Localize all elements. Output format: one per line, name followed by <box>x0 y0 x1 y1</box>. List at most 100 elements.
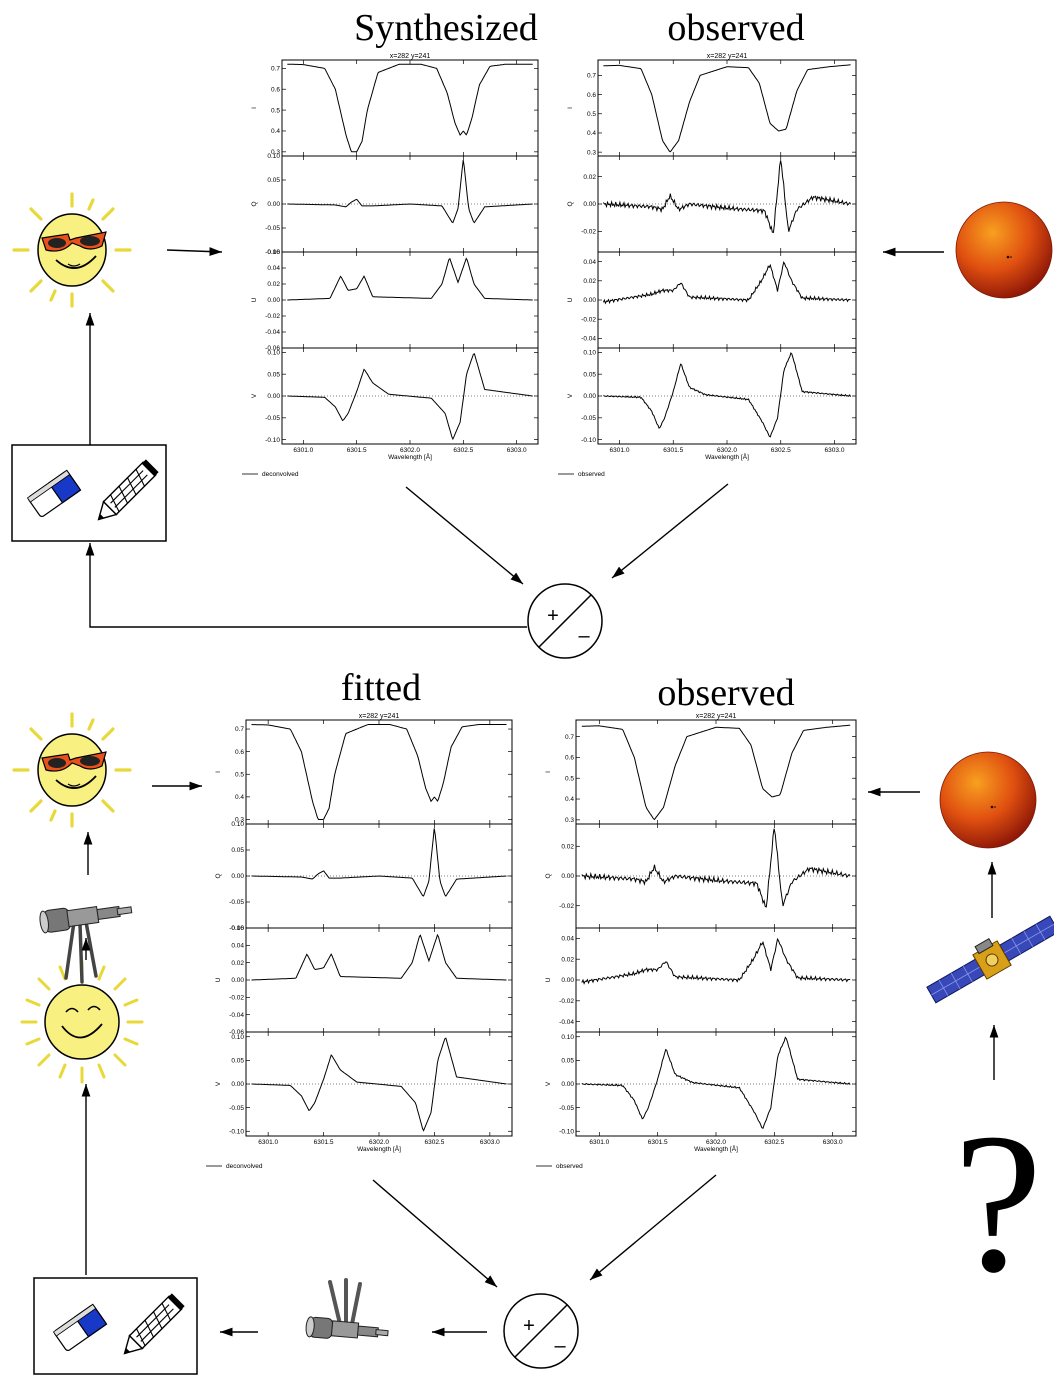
series-line-V <box>287 353 533 441</box>
x-tick-label: 6301.5 <box>347 447 367 454</box>
heading-observed-bottom: observed <box>657 672 794 714</box>
panel-label: Q <box>567 201 574 206</box>
y-tick-label: 0.5 <box>271 107 280 114</box>
y-tick-label: -0.02 <box>559 998 574 1005</box>
y-tick-label: -0.04 <box>581 336 596 343</box>
y-tick-label: 0.5 <box>587 111 596 118</box>
y-tick-label: -0.02 <box>581 229 596 236</box>
heading-fitted: fitted <box>341 667 421 709</box>
series-line-Q <box>603 160 851 234</box>
y-tick-label: -0.10 <box>229 925 244 932</box>
y-tick-label: 0.00 <box>267 201 280 208</box>
y-tick-label: -0.10 <box>265 249 280 256</box>
y-tick-label: 0.00 <box>561 873 574 880</box>
panel-label: Q <box>251 201 258 206</box>
y-tick-label: 0.10 <box>583 350 596 357</box>
chart-title: x=282 y=241 <box>707 53 748 60</box>
y-tick-label: 0.3 <box>235 817 244 824</box>
series-line-U <box>251 933 507 981</box>
y-tick-label: 0.4 <box>271 128 280 135</box>
chart-title: x=282 y=241 <box>390 53 431 60</box>
legend-label: deconvolved <box>262 471 299 478</box>
x-tick-label: 6301.0 <box>589 1139 609 1146</box>
x-tick-label: 6301.0 <box>258 1139 278 1146</box>
panel-label: U <box>251 297 258 302</box>
y-tick-label: -0.04 <box>265 329 280 336</box>
x-tick-label: 6302.0 <box>369 1139 389 1146</box>
x-axis-label: Wavelength [Å] <box>694 1144 738 1153</box>
y-tick-label: 0.00 <box>583 201 596 208</box>
y-tick-label: 0.10 <box>267 350 280 357</box>
y-tick-label: -0.05 <box>559 1105 574 1112</box>
y-tick-label: 0.02 <box>583 174 596 181</box>
panel-label: I <box>251 107 258 109</box>
series-line-U <box>581 937 851 985</box>
x-tick-label: 6303.0 <box>480 1139 500 1146</box>
stokes-chart-fitted: x=282 y=2410.30.40.50.60.7I-0.10-0.050.0… <box>206 713 513 1170</box>
stokes-chart-observed-top: x=282 y=2410.30.40.50.60.7I-0.020.000.02… <box>558 53 857 478</box>
y-tick-label: 0.00 <box>267 297 280 304</box>
y-tick-label: 0.7 <box>565 734 574 741</box>
panel-label: I <box>567 107 574 109</box>
y-tick-label: -0.06 <box>229 1029 244 1036</box>
x-tick-label: 6303.0 <box>825 447 845 454</box>
y-tick-label: 0.02 <box>561 843 574 850</box>
y-tick-label: 0.05 <box>231 847 244 854</box>
panel-frame <box>597 59 857 157</box>
y-tick-label: 0.3 <box>271 149 280 156</box>
x-tick-label: 6302.5 <box>424 1139 444 1146</box>
x-tick-label: 6301.5 <box>663 447 683 454</box>
satellite-icon <box>920 906 1054 1008</box>
y-tick-label: 0.04 <box>561 936 574 943</box>
x-tick-label: 6302.0 <box>706 1139 726 1146</box>
panel-frame <box>245 719 513 825</box>
y-tick-label: 0.6 <box>235 749 244 756</box>
flow-arrows <box>81 247 999 1337</box>
y-tick-label: 0.02 <box>231 960 244 967</box>
y-tick-label: -0.02 <box>581 316 596 323</box>
y-tick-label: -0.10 <box>581 437 596 444</box>
panel-label: I <box>545 771 552 773</box>
y-tick-label: 0.00 <box>267 393 280 400</box>
y-tick-label: 0.10 <box>561 1034 574 1041</box>
stokes-chart-observed-bottom: x=282 y=2410.30.40.50.60.7I-0.020.000.02… <box>536 713 857 1170</box>
panel-label: Q <box>545 873 552 878</box>
series-line-I <box>603 64 851 153</box>
y-tick-label: -0.05 <box>229 899 244 906</box>
heading-synthesized: Synthesized <box>354 7 538 49</box>
y-tick-label: 0.3 <box>587 149 596 156</box>
panel-label: U <box>215 977 222 982</box>
svg-text:–: – <box>578 625 590 647</box>
y-tick-label: -0.06 <box>265 345 280 352</box>
series-line-Q <box>251 828 507 897</box>
svg-text:+: + <box>547 605 559 627</box>
y-tick-label: -0.10 <box>229 1128 244 1135</box>
x-tick-label: 6301.5 <box>314 1139 334 1146</box>
y-tick-label: 0.00 <box>231 1081 244 1088</box>
y-tick-label: -0.02 <box>265 313 280 320</box>
solar-disk-image <box>955 201 1053 299</box>
x-tick-label: 6301.5 <box>648 1139 668 1146</box>
svg-text:+: + <box>523 1315 535 1337</box>
series-line-I <box>581 724 851 821</box>
y-tick-label: -0.04 <box>229 1012 244 1019</box>
series-line-V <box>581 1036 851 1130</box>
panel-label: V <box>215 1081 222 1086</box>
series-line-U <box>287 257 533 301</box>
y-tick-label: 0.3 <box>565 817 574 824</box>
y-tick-label: 0.05 <box>267 177 280 184</box>
y-tick-label: 0.04 <box>231 943 244 950</box>
x-tick-label: 6301.0 <box>293 447 313 454</box>
y-tick-label: 0.7 <box>271 66 280 73</box>
y-tick-label: 0.10 <box>231 821 244 828</box>
y-tick-label: -0.10 <box>559 1128 574 1135</box>
panel-label: V <box>545 1081 552 1086</box>
x-tick-label: 6302.5 <box>771 447 791 454</box>
y-tick-label: 0.02 <box>561 956 574 963</box>
y-tick-label: 0.7 <box>587 73 596 80</box>
y-tick-label: 0.4 <box>235 794 244 801</box>
y-tick-label: 0.00 <box>583 393 596 400</box>
panel-label: I <box>215 771 222 773</box>
x-axis-label: Wavelength [Å] <box>357 1144 401 1153</box>
